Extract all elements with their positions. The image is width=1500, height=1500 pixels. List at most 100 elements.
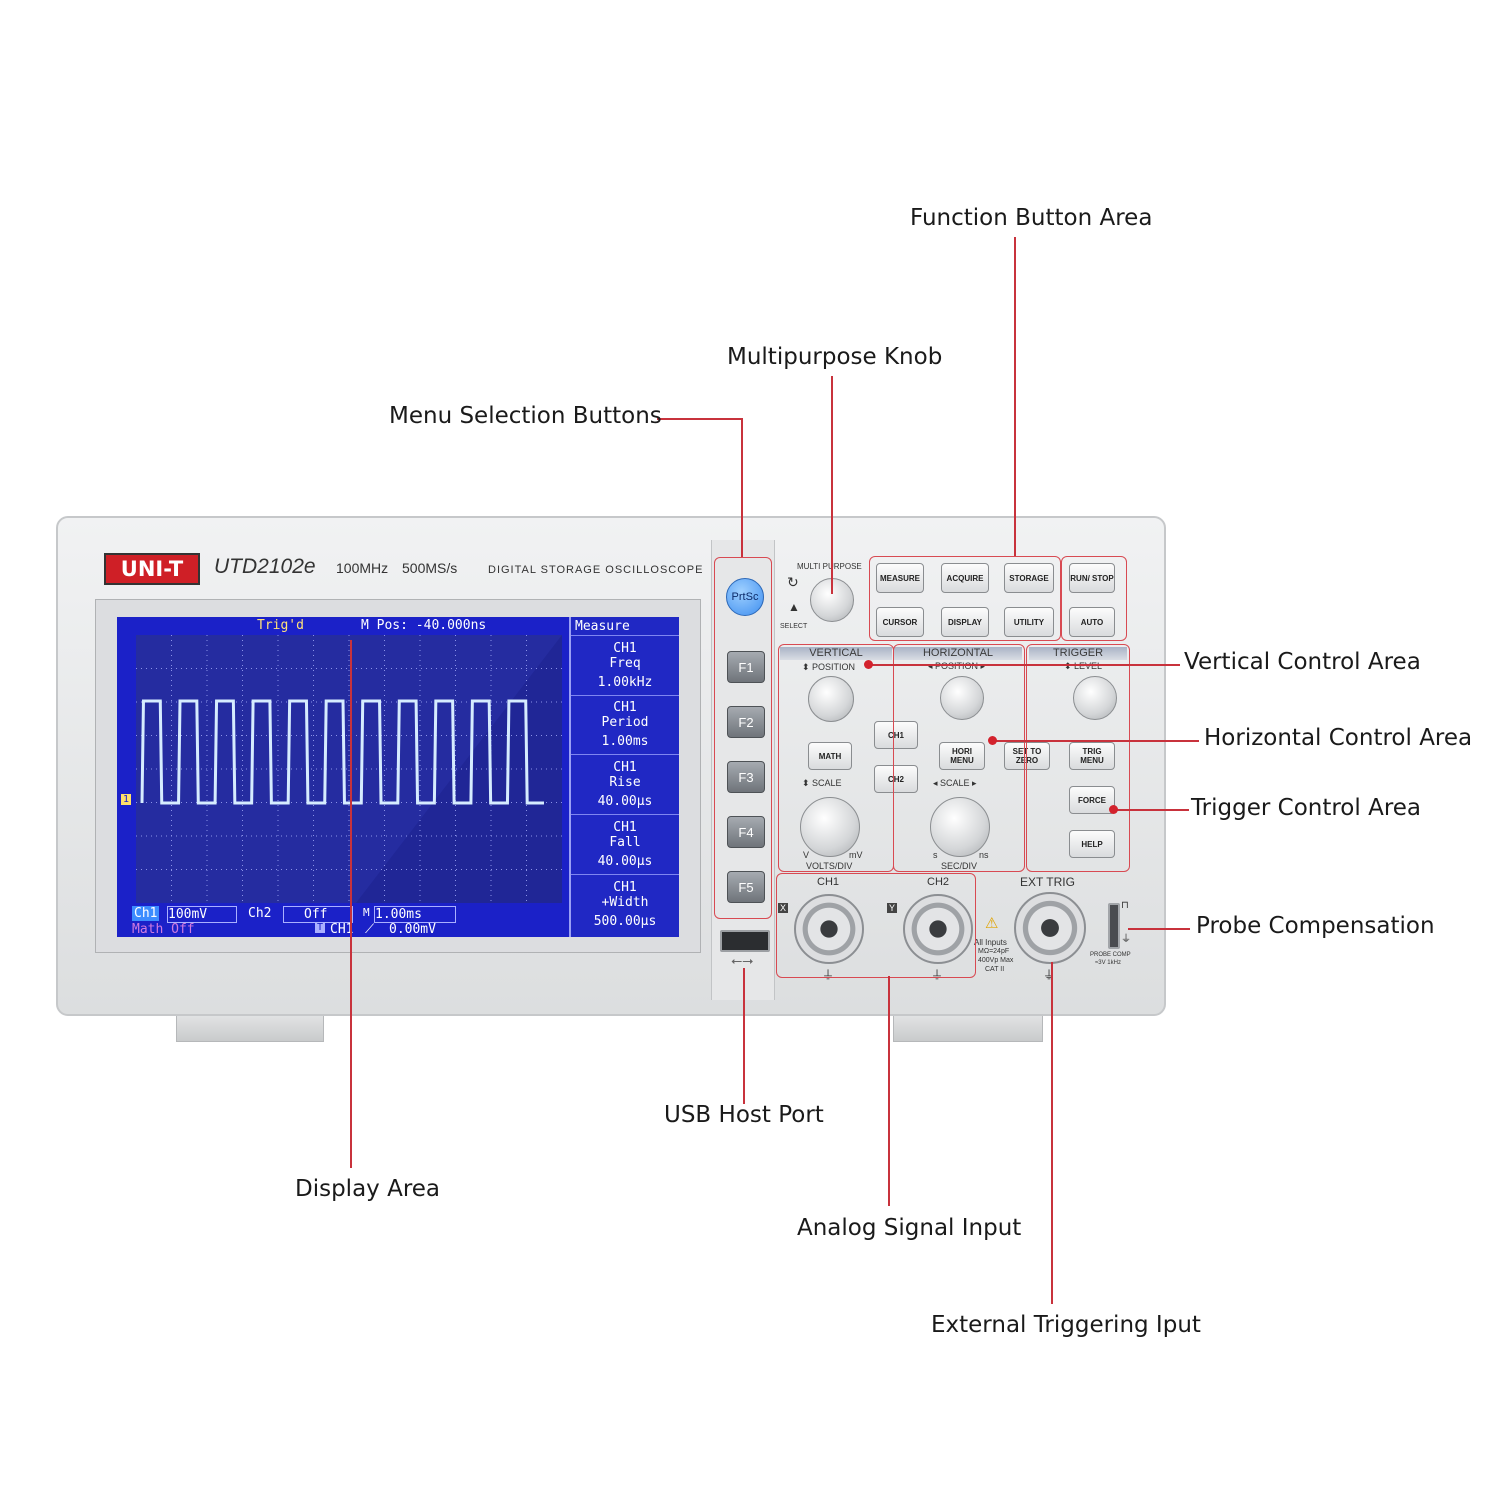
storage-button[interactable]: STORAGE	[1004, 563, 1054, 593]
force-button[interactable]: FORCE	[1069, 786, 1115, 814]
measure-4-channel: CH1	[613, 820, 637, 835]
vertical-control-area-label: Vertical Control Area	[1184, 649, 1421, 675]
trigger-status: Trig'd	[257, 618, 304, 633]
vertical-scale-text: SCALE	[812, 778, 842, 788]
square-wave-trace	[140, 699, 544, 805]
side-menu	[569, 617, 679, 937]
trigger-area-highlight	[1026, 644, 1130, 872]
sec-div-knob[interactable]	[930, 797, 990, 857]
f4-button[interactable]: F4	[727, 816, 765, 848]
menu-selection-buttons-label: Menu Selection Buttons	[389, 403, 662, 429]
probe-comp-spec: ≈3V 1kHz	[1095, 960, 1121, 966]
status-timebase: 1.00ms	[374, 906, 456, 923]
prtsc-button[interactable]: PrtSc	[726, 578, 764, 616]
horizontal-scale-text: SCALE	[940, 778, 970, 788]
trigger-control-area-label: Trigger Control Area	[1191, 795, 1422, 821]
analog-input-line	[888, 976, 890, 1206]
status-ch2-state: Off	[283, 906, 353, 923]
usb-port[interactable]	[720, 930, 770, 952]
vertical-area-line	[868, 664, 1180, 666]
ch1-button[interactable]: CH1	[874, 721, 918, 749]
ch2-input-label: CH2	[927, 876, 950, 888]
multipurpose-knob-label: Multipurpose Knob	[727, 344, 943, 370]
utility-button[interactable]: UTILITY	[1004, 607, 1054, 637]
status-trig-source: CH1	[330, 922, 354, 937]
ch2-bnc-connector[interactable]	[903, 894, 973, 964]
f5-button[interactable]: F5	[727, 871, 765, 903]
channel-1-marker: 1	[121, 794, 132, 805]
vertical-position-label: ⬍ POSITION	[802, 662, 856, 672]
square-wave-icon: ⊓	[1121, 900, 1129, 911]
display-screen: Trig'd M Pos: -40.000ns 1 Measure CH1 Fr…	[117, 617, 679, 937]
ext-trig-label: EXT TRIG	[1020, 875, 1075, 889]
horizontal-position-knob[interactable]	[940, 676, 984, 720]
trigger-level-label: ⬍ LEVEL	[1064, 661, 1103, 671]
ext-trig-bnc-connector[interactable]	[1014, 892, 1086, 964]
multipurpose-line	[831, 376, 833, 594]
display-button[interactable]: DISPLAY	[941, 607, 989, 637]
measure-button[interactable]: MEASURE	[876, 563, 924, 593]
help-button[interactable]: HELP	[1069, 830, 1115, 858]
horizontal-area-dot	[988, 736, 997, 745]
rotate-icon: ↻	[787, 574, 799, 590]
brand-logo: UNI-T	[104, 553, 200, 585]
f1-button[interactable]: F1	[727, 651, 765, 683]
measure-1-channel: CH1	[613, 641, 637, 656]
help-label: HELP	[1081, 839, 1103, 849]
menu-separator	[571, 814, 679, 815]
trigger-level-knob[interactable]	[1073, 676, 1117, 720]
math-label: MATH	[818, 751, 842, 761]
trig-menu-label: TRIG MENU	[1080, 747, 1104, 765]
horizontal-area-line	[992, 740, 1199, 742]
run-auto-highlight	[1061, 556, 1127, 641]
measure-2-channel: CH1	[613, 700, 637, 715]
ch1-bnc-connector[interactable]	[794, 894, 864, 964]
sec-s-label: s	[933, 850, 938, 860]
measure-3-value: 40.00µs	[597, 794, 653, 809]
vertical-area-dot	[864, 660, 873, 669]
left-foot	[176, 1012, 324, 1042]
vertical-scale-label: ⬍ SCALE	[802, 778, 842, 788]
input-rating-3: 400Vp Max	[978, 957, 1014, 964]
trigger-area-dot	[1109, 805, 1118, 814]
ground-icon: ⏚	[822, 968, 835, 982]
f3-label: F3	[738, 769, 754, 785]
acquire-button[interactable]: ACQUIRE	[941, 563, 989, 593]
horizontal-position-label: ◂ POSITION ▸	[928, 661, 986, 671]
vertical-position-knob[interactable]	[808, 676, 854, 722]
display-area-label: Display Area	[295, 1176, 441, 1202]
f2-button[interactable]: F2	[727, 706, 765, 738]
probe-comp-terminal[interactable]	[1108, 903, 1120, 949]
cursor-button[interactable]: CURSOR	[876, 607, 924, 637]
select-label: SELECT	[780, 623, 808, 630]
ch2-button[interactable]: CH2	[874, 765, 918, 793]
measure-5-value: 500.00µs	[593, 914, 657, 929]
run-stop-button[interactable]: RUN/ STOP	[1069, 563, 1115, 593]
status-timebase-label: M	[363, 906, 370, 919]
sec-ns-label: ns	[979, 850, 989, 860]
right-foot	[893, 1012, 1043, 1042]
external-triggering-input-label: External Triggering Iput	[931, 1312, 1201, 1338]
measure-5-channel: CH1	[613, 880, 637, 895]
device-description: DIGITAL STORAGE OSCILLOSCOPE	[488, 564, 704, 576]
bandwidth-spec: 100MHz	[336, 560, 389, 576]
usb-host-port-label: USB Host Port	[664, 1102, 824, 1128]
volts-div-knob[interactable]	[800, 797, 860, 857]
horizontal-position-text: POSITION	[935, 661, 979, 671]
trig-menu-button[interactable]: TRIG MENU	[1069, 742, 1115, 770]
ext-trig-line	[1051, 962, 1053, 1304]
hori-menu-button[interactable]: HORI MENU	[939, 742, 985, 770]
status-trig-edge-icon: ⟋	[365, 922, 375, 937]
volts-v-label: V	[803, 850, 810, 860]
probe-comp-label: PROBE COMP	[1090, 952, 1131, 958]
ch1-input-label: CH1	[817, 876, 840, 888]
menu-buttons-highlight	[714, 557, 772, 919]
math-button[interactable]: MATH	[808, 742, 852, 770]
analog-signal-input-label: Analog Signal Input	[797, 1215, 1022, 1241]
measure-4-value: 40.00µs	[597, 854, 653, 869]
sec-div-label: SEC/DIV	[941, 861, 978, 871]
f3-button[interactable]: F3	[727, 761, 765, 793]
auto-button[interactable]: AUTO	[1069, 607, 1115, 637]
trigger-level-text: LEVEL	[1074, 661, 1103, 671]
waveform-svg	[136, 635, 562, 903]
